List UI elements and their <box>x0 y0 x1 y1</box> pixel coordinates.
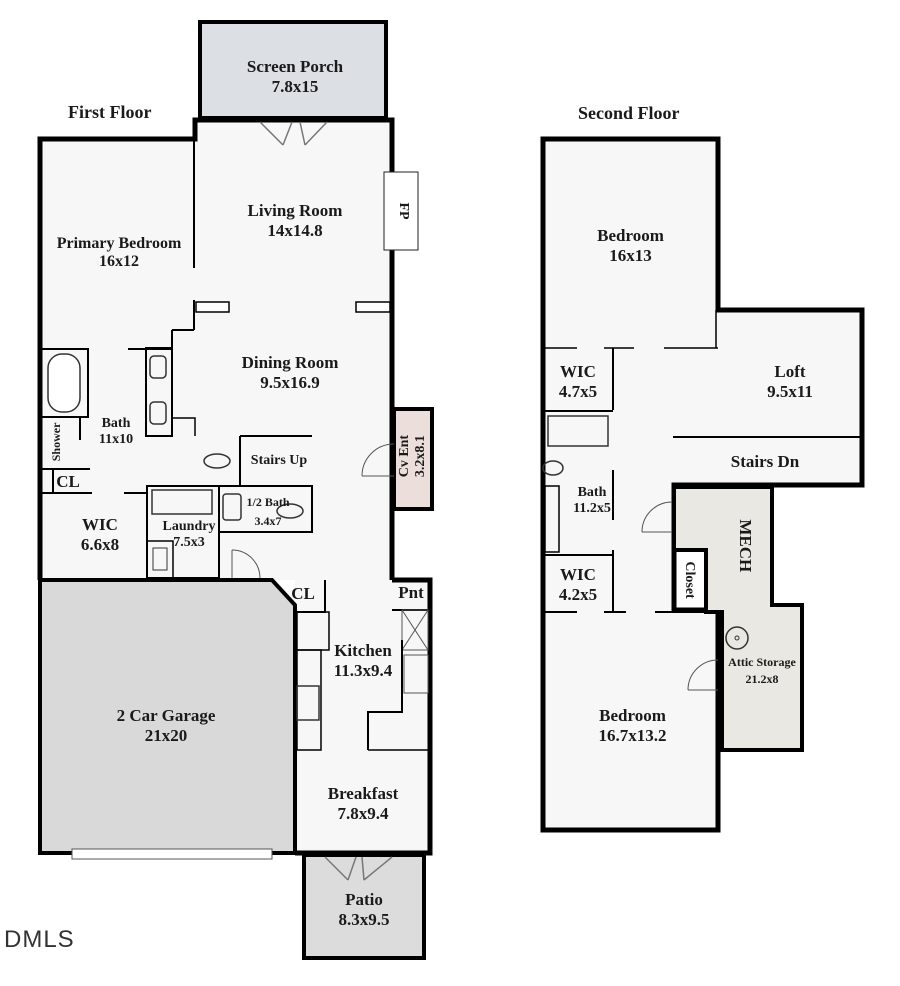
room-attic-storage: Attic Storage 21.2x8 <box>722 654 802 688</box>
room-primary-bedroom: Primary Bedroom 16x12 <box>44 235 194 272</box>
room-wic-upper-2: WIC 4.2x5 <box>545 565 611 604</box>
room-laundry: Laundry 7.5x3 <box>158 519 220 551</box>
closet2-label: CL <box>291 584 315 603</box>
room-name: WIC <box>82 515 118 534</box>
room-name: Bedroom <box>597 226 664 245</box>
room-size: 7.8x9.4 <box>337 803 389 823</box>
room-name: Kitchen <box>334 641 392 660</box>
room-name: 2 Car Garage <box>116 706 216 725</box>
room-loft: Loft 9.5x11 <box>740 362 840 401</box>
room-living-room: Living Room 14x14.8 <box>200 201 390 240</box>
room-bedroom-upper-2: Bedroom 16.7x13.2 <box>550 706 715 745</box>
stairs-up-label: Stairs Up <box>250 453 308 468</box>
room-cv-ent: Cv Ent 3.2x8.1 <box>397 411 429 501</box>
room-name: 1/2 Bath <box>246 495 290 509</box>
first-floor-title: First Floor <box>68 102 152 122</box>
room-bath-upper: Bath 11.2x5 <box>564 485 620 517</box>
first-floor-plan <box>37 20 434 960</box>
room-size: 6.6x8 <box>80 534 120 554</box>
room-name: Bedroom <box>599 706 666 725</box>
room-size: 11.3x9.4 <box>333 660 393 680</box>
room-half-bath: 1/2 Bath 3.4x7 <box>244 493 292 531</box>
second-floor-plan <box>540 136 865 833</box>
covered-entry-area <box>392 407 434 511</box>
room-wic-upper-1: WIC 4.7x5 <box>545 362 611 401</box>
stairs-down-label: Stairs Dn <box>730 452 800 471</box>
room-name: Living Room <box>247 201 343 220</box>
room-bedroom-upper: Bedroom 16x13 <box>548 226 713 265</box>
room-size: 3.2x8.1 <box>413 435 428 478</box>
pantry-label: Pnt <box>398 583 424 602</box>
room-name: Attic Storage <box>728 655 796 669</box>
room-patio: Patio 8.3x9.5 <box>304 890 424 929</box>
room-size: 7.5x3 <box>173 535 205 551</box>
room-size: 16x13 <box>609 245 652 265</box>
room-name: Loft <box>774 362 806 381</box>
room-name: Bath <box>577 485 607 500</box>
closet-upper-label: Closet <box>682 561 698 599</box>
fireplace-label: FP <box>396 202 412 220</box>
room-wic: WIC 6.6x8 <box>60 515 140 554</box>
room-screen-porch: Screen Porch 7.8x15 <box>200 57 390 96</box>
room-name: WIC <box>560 362 596 381</box>
room-size: 16.7x13.2 <box>598 725 667 745</box>
room-name: Breakfast <box>327 784 399 803</box>
room-size: 11x10 <box>98 432 134 448</box>
room-name: Primary Bedroom <box>56 235 182 252</box>
mls-watermark: DMLS <box>4 926 75 953</box>
room-size: 21.2x8 <box>745 671 779 686</box>
room-name: Cv Ent <box>396 434 412 478</box>
room-name: Dining Room <box>241 353 339 372</box>
shower-label: Shower <box>49 422 64 462</box>
room-name: Patio <box>345 890 383 909</box>
room-bath: Bath 11x10 <box>90 416 142 448</box>
room-breakfast: Breakfast 7.8x9.4 <box>298 784 428 823</box>
second-floor-title: Second Floor <box>578 103 680 123</box>
room-name: Screen Porch <box>246 57 344 76</box>
room-size: 14x14.8 <box>267 220 323 240</box>
mech-attic-area <box>672 485 804 752</box>
garage-area <box>38 578 297 855</box>
closet-label: CL <box>56 472 80 491</box>
room-size: 7.8x15 <box>271 76 319 96</box>
room-garage: 2 Car Garage 21x20 <box>60 706 272 745</box>
room-name: Bath <box>101 416 131 431</box>
room-size: 11.2x5 <box>573 501 611 517</box>
room-dining-room: Dining Room 9.5x16.9 <box>195 353 385 392</box>
room-name: WIC <box>560 565 596 584</box>
room-size: 9.5x16.9 <box>260 372 320 392</box>
room-size: 3.4x7 <box>254 514 282 529</box>
room-size: 4.2x5 <box>558 584 598 604</box>
garage-door <box>71 848 273 860</box>
room-size: 9.5x11 <box>767 381 813 401</box>
room-size: 16x12 <box>99 253 139 271</box>
fireplace <box>383 171 419 251</box>
room-size: 21x20 <box>144 725 188 745</box>
screen-porch-area <box>198 20 388 120</box>
mech-label: MECH <box>735 519 755 573</box>
room-name: Laundry <box>162 519 216 534</box>
room-size: 8.3x9.5 <box>338 909 390 929</box>
room-size: 4.7x5 <box>558 381 598 401</box>
room-kitchen: Kitchen 11.3x9.4 <box>322 641 404 680</box>
